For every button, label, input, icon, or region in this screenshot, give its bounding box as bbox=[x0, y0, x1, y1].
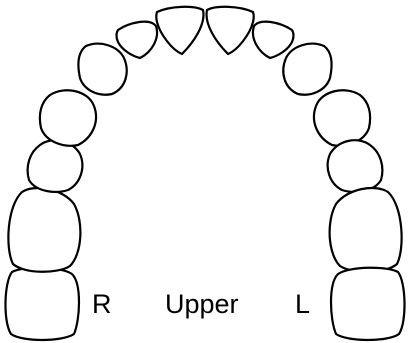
left-side-label: L bbox=[295, 291, 310, 318]
tooth-right-second-premolar bbox=[28, 140, 83, 192]
arch-label: Upper bbox=[165, 291, 239, 318]
tooth-right-canine bbox=[78, 44, 126, 95]
tooth-right-central-incisor bbox=[156, 7, 203, 54]
tooth-right-first-premolar bbox=[40, 90, 96, 145]
tooth-left-first-premolar bbox=[314, 90, 370, 145]
tooth-right-second-molar bbox=[5, 268, 79, 340]
tooth-left-lateral-incisor bbox=[253, 22, 294, 58]
tooth-right-first-molar bbox=[8, 188, 80, 272]
tooth-left-canine bbox=[283, 44, 331, 95]
tooth-right-lateral-incisor bbox=[117, 22, 158, 58]
right-side-label: R bbox=[92, 291, 112, 318]
tooth-left-central-incisor bbox=[207, 7, 254, 54]
tooth-left-second-molar bbox=[331, 268, 405, 340]
tooth-left-second-premolar bbox=[328, 140, 383, 192]
tooth-left-first-molar bbox=[330, 188, 402, 272]
